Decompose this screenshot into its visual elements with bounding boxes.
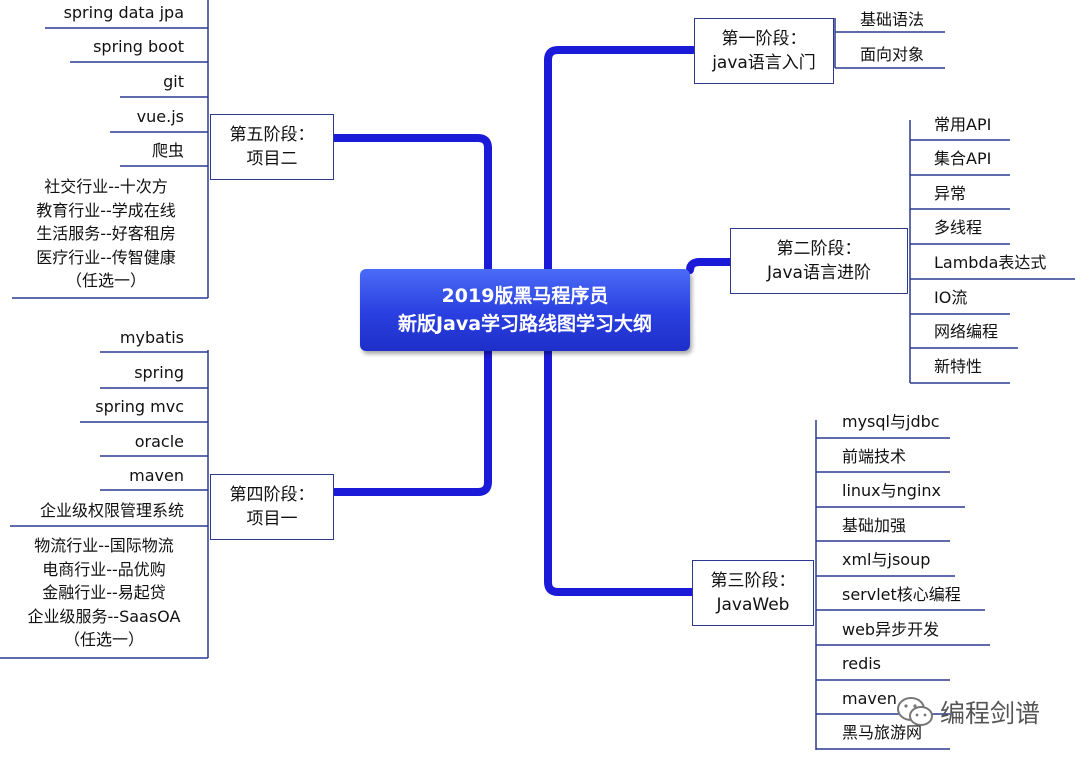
stage2-item: IO流 (934, 288, 968, 307)
stage5-item: vue.js (136, 107, 184, 126)
stage2-item: 常用API (934, 115, 992, 134)
trunk-stage4 (331, 346, 492, 496)
stage4-item: 企业级权限管理系统 (39, 501, 184, 520)
stage5-item: 爬虫 (151, 141, 184, 160)
watermark-text: 编程剑谱 (940, 699, 1041, 728)
stage2-item: 集合API (934, 149, 992, 168)
project-option-note: （任选一） (63, 630, 144, 649)
stage5-item: git (163, 72, 184, 91)
stage4-item: maven (129, 466, 184, 485)
stage4-subtitle: 项目一 (246, 509, 298, 529)
stage2-title: 第二阶段： (776, 239, 862, 259)
stage3-item: redis (842, 654, 882, 673)
central-topic: 2019版黑马程序员 新版Java学习路线图学习大纲 (360, 269, 690, 351)
stage3-item: 前端技术 (842, 447, 907, 466)
stage5-item: spring data jpa (63, 3, 184, 22)
project-option: 电商行业--品优购 (42, 559, 166, 579)
watermark: 编程剑谱 (896, 694, 1040, 730)
stage2-subtitle: Java语言进阶 (767, 263, 871, 283)
stage2-item: Lambda表达式 (934, 253, 1047, 272)
stage1-node: 第一阶段： java语言入门 (694, 18, 834, 84)
central-topic-line1: 2019版黑马程序员 (441, 285, 609, 307)
stage1-title: 第一阶段： (721, 29, 807, 49)
stage1-subtitle: java语言入门 (712, 53, 816, 73)
stage3-item: web异步开发 (842, 620, 940, 639)
stage4-title: 第四阶段： (229, 485, 315, 505)
wechat-icon (897, 697, 933, 726)
project-option: 企业级服务--SaasOA (27, 606, 181, 626)
project-option: 生活服务--好客租房 (36, 224, 176, 243)
stage2-item: 网络编程 (934, 322, 999, 341)
trunk-stage3 (544, 346, 696, 596)
central-topic-line2: 新版Java学习路线图学习大纲 (397, 313, 653, 335)
stage3-subtitle: JavaWeb (716, 595, 790, 615)
stage4-item: mybatis (119, 328, 184, 347)
trunk-stage1 (544, 46, 697, 274)
project-option: 金融行业--易起贷 (42, 583, 166, 602)
stage5-subtitle: 项目二 (246, 149, 298, 169)
stage4-node: 第四阶段： 项目一 (210, 474, 334, 540)
project-option: 教育行业--学成在线 (36, 200, 176, 220)
stage4-project-options: 物流行业--国际物流 电商行业--品优购 金融行业--易起贷 企业级服务--Sa… (6, 534, 202, 652)
stage4-item: oracle (134, 432, 184, 451)
stage3-item: mysql与jdbc (842, 412, 940, 431)
stage3-item: 黑马旅游网 (842, 723, 923, 742)
project-option: 社交行业--十次方 (44, 177, 168, 196)
stage3-node: 第三阶段： JavaWeb (692, 560, 814, 626)
stage2-item: 新特性 (934, 357, 983, 376)
stage3-item: 基础加强 (842, 516, 907, 535)
stage5-project-options: 社交行业--十次方 教育行业--学成在线 生活服务--好客租房 医疗行业--传智… (8, 175, 204, 293)
stage4-item: spring (134, 363, 184, 382)
stage5-node: 第五阶段： 项目二 (210, 114, 334, 180)
stage3-item: maven (842, 689, 897, 708)
project-option: 医疗行业--传智健康 (36, 247, 176, 267)
stage3-item: xml与jsoup (842, 550, 931, 569)
trunk-stage2 (686, 258, 734, 274)
stage2-item: 异常 (934, 184, 967, 203)
stage4-item: spring mvc (95, 397, 184, 416)
stage1-item: 面向对象 (860, 45, 925, 64)
stage1-item: 基础语法 (860, 10, 925, 29)
stage2-item: 多线程 (934, 218, 983, 237)
project-option: 物流行业--国际物流 (34, 536, 174, 555)
stage3-item: servlet核心编程 (842, 585, 961, 604)
stage5-item: spring boot (93, 37, 184, 56)
project-option-note: （任选一） (65, 271, 146, 290)
stage3-item: linux与nginx (842, 481, 941, 500)
stage5-title: 第五阶段： (229, 125, 315, 145)
stage3-title: 第三阶段： (710, 571, 796, 591)
trunk-stage5 (331, 134, 492, 274)
stage2-node: 第二阶段： Java语言进阶 (730, 228, 908, 294)
